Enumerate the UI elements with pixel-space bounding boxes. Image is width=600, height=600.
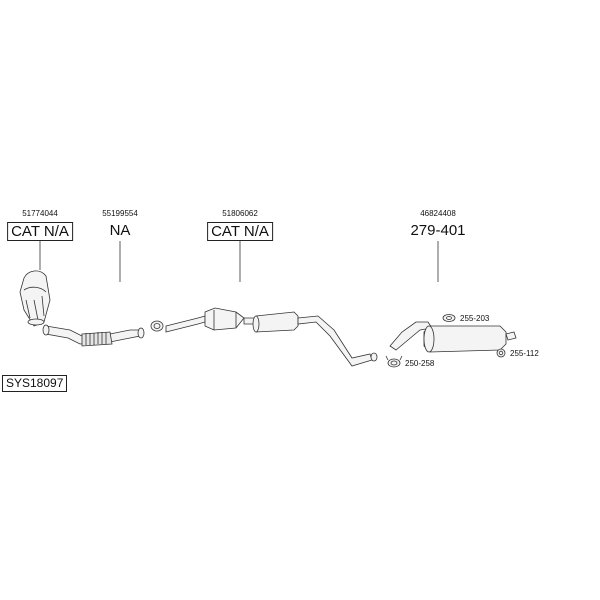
mounting-ring-icon: [496, 348, 506, 358]
accessory-code-255-112: 255-112: [510, 349, 539, 358]
part-label-cat-2: CAT N/A: [207, 222, 273, 241]
clamp-icon: [385, 355, 403, 368]
part-number-51774044: 51774044: [22, 209, 58, 218]
middle-catalyst-part: [165, 307, 257, 333]
rear-silencer-part: [389, 321, 517, 353]
front-flex-pipe-part: [42, 324, 145, 347]
manifold-catalyst-part: [19, 270, 51, 327]
part-label-279-401: 279-401: [410, 222, 466, 239]
accessory-code-250-258: 250-258: [405, 359, 435, 368]
part-label-cat-1: CAT N/A: [7, 222, 73, 241]
part-number-51806062: 51806062: [222, 209, 258, 218]
gasket-part: [150, 320, 164, 332]
part-label-na: NA: [109, 222, 131, 239]
accessory-code-255-203: 255-203: [460, 314, 490, 323]
part-number-55199554: 55199554: [102, 209, 138, 218]
middle-silencer-part: [252, 311, 378, 367]
part-number-46824408: 46824408: [420, 209, 456, 218]
system-code-box: SYS18097: [2, 375, 68, 392]
rubber-hanger-icon: [442, 314, 456, 322]
